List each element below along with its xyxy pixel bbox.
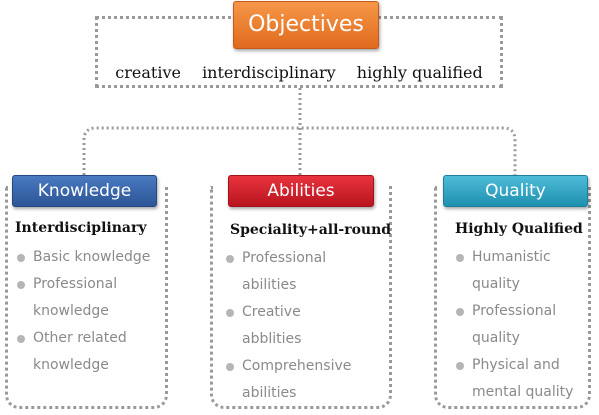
list-item: Professional knowledge: [15, 271, 138, 325]
quality-box: [434, 186, 591, 409]
objectives-badge: Objectives: [233, 1, 379, 49]
list-item: Humanistic quality: [454, 244, 572, 298]
keyword-interdisciplinary: interdisciplinary: [202, 63, 336, 82]
knowledge-box: [5, 186, 168, 409]
quality-list: Humanistic quality Professional quality …: [454, 244, 589, 406]
keyword-highly-qualified: highly qualified: [356, 63, 483, 82]
knowledge-list: Basic knowledge Professional knowledge O…: [15, 244, 165, 379]
abilities-list: Professional abilities Creative abblitie…: [224, 245, 364, 407]
knowledge-heading: Interdisciplinary: [15, 220, 147, 236]
abilities-badge: Abilities: [228, 175, 374, 207]
abilities-heading: Speciality+all-round: [230, 222, 392, 238]
objectives-box: creative interdisciplinary highly qualif…: [95, 16, 503, 88]
knowledge-badge: Knowledge: [12, 175, 157, 207]
quality-badge: Quality: [443, 175, 588, 207]
keyword-creative: creative: [115, 63, 181, 82]
abilities-box: [210, 186, 392, 409]
list-item: Physical and mental quality: [454, 352, 587, 406]
list-item: Basic knowledge: [15, 244, 165, 271]
list-item: Comprehensive abilities: [224, 353, 367, 407]
quality-heading: Highly Qualified: [455, 221, 583, 237]
list-item: Other related knowledge: [15, 325, 138, 379]
objectives-keywords: creative interdisciplinary highly qualif…: [98, 63, 500, 82]
list-item: Professional abilities: [224, 245, 347, 299]
list-item: Creative abblities: [224, 299, 364, 353]
list-item: Professional quality: [454, 298, 572, 352]
